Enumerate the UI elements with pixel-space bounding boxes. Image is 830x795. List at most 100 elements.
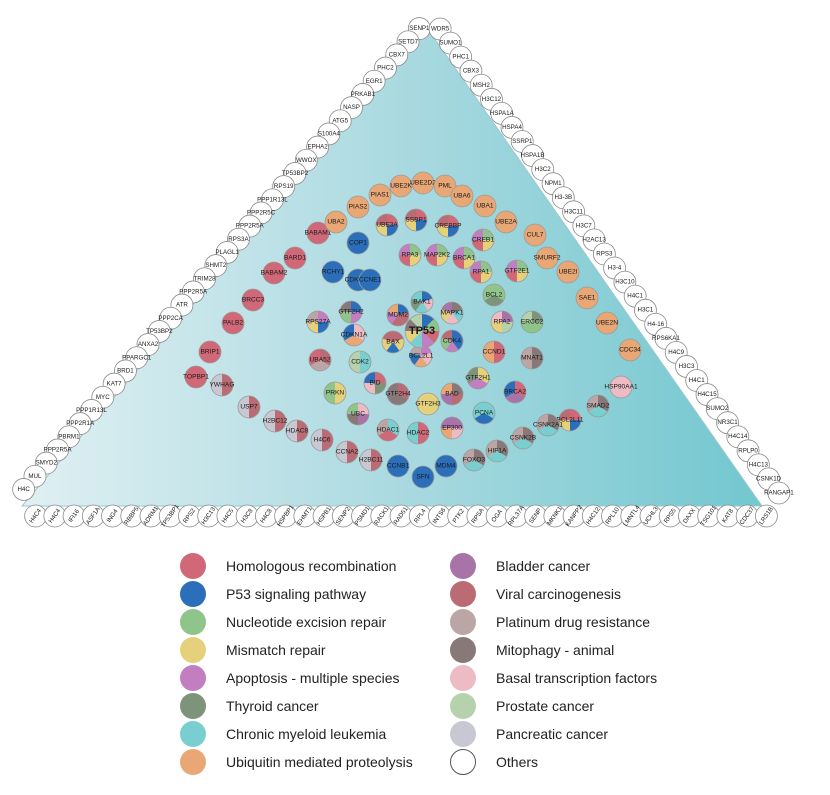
gene-node[interactable]: H3C8 xyxy=(235,504,259,528)
gene-node[interactable]: HDAC2 xyxy=(406,421,430,445)
gene-node[interactable]: KANPP2 xyxy=(562,504,586,528)
gene-node[interactable]: H4C6 xyxy=(310,428,334,452)
gene-node[interactable]: LMNTL4 xyxy=(620,504,644,528)
gene-node[interactable]: PCNA xyxy=(472,401,496,425)
gene-node[interactable]: TOPBP1 xyxy=(183,365,209,389)
gene-node[interactable]: YWHAG xyxy=(210,373,235,397)
gene-node[interactable]: RPL4 xyxy=(408,504,432,528)
gene-node[interactable]: GTF2H4 xyxy=(385,382,411,406)
gene-node[interactable]: PML xyxy=(433,174,457,198)
gene-node[interactable]: UBA1 xyxy=(473,194,497,218)
gene-node[interactable]: BARD1 xyxy=(283,246,307,270)
gene-node[interactable]: KAT8 xyxy=(716,504,740,528)
gene-node[interactable]: CCNB1 xyxy=(386,454,410,478)
gene-node[interactable]: PALB2 xyxy=(221,311,245,335)
gene-node[interactable]: HSPB1 xyxy=(312,504,336,528)
gene-node[interactable]: GTF2H2 xyxy=(338,300,364,324)
gene-node[interactable]: UBE2I xyxy=(556,260,580,284)
gene-node[interactable]: UBE3A xyxy=(375,213,398,237)
gene-node[interactable]: UBA52 xyxy=(308,348,332,372)
gene-node[interactable]: BCL2L11 xyxy=(556,408,584,432)
gene-node[interactable]: MAPK1 xyxy=(440,301,464,325)
gene-node[interactable]: CUL7 xyxy=(523,223,547,247)
gene-node[interactable]: HSPBP1 xyxy=(274,504,298,528)
gene-node[interactable]: CSNK2B xyxy=(510,426,537,450)
gene-node[interactable]: HIF1A xyxy=(485,439,509,463)
gene-node[interactable]: BRCC3 xyxy=(241,288,265,312)
gene-node[interactable]: RAD51 xyxy=(389,504,413,528)
gene-node[interactable]: UBA6 xyxy=(450,184,474,208)
gene-node[interactable]: ING4 xyxy=(101,504,124,528)
gene-node[interactable]: UBE2N xyxy=(595,311,619,335)
gene-node[interactable]: CDC34 xyxy=(618,338,642,362)
gene-node[interactable]: HDAC8 xyxy=(285,419,309,443)
gene-node[interactable]: UBE2K xyxy=(389,174,412,198)
gene-node[interactable]: SFN xyxy=(411,465,435,489)
gene-node[interactable]: GTF2H3 xyxy=(415,392,441,416)
gene-node[interactable]: PRKN xyxy=(323,381,347,405)
gene-node[interactable]: CSNK2A1 xyxy=(533,413,563,437)
gene-node[interactable]: BID xyxy=(363,371,387,395)
gene-node[interactable]: RPS2 xyxy=(178,504,201,528)
gene-node[interactable]: BAK1 xyxy=(410,290,434,314)
gene-node[interactable]: CDK2 xyxy=(348,350,372,374)
gene-node[interactable]: MAP2K2 xyxy=(424,243,450,267)
gene-node[interactable]: CDKN1A xyxy=(341,323,368,347)
gene-node[interactable]: RANGAP1 xyxy=(764,481,794,505)
gene-node[interactable]: SMAD2 xyxy=(586,394,610,418)
gene-node[interactable]: LRS1B xyxy=(754,504,778,528)
gene-node[interactable]: RCHY1 xyxy=(321,260,345,284)
gene-node[interactable]: HDAC1 xyxy=(376,418,400,442)
gene-node[interactable]: UBE2A xyxy=(494,210,517,234)
gene-node[interactable]: PIAS2 xyxy=(346,195,370,219)
gene-node[interactable]: IFI16 xyxy=(62,504,86,528)
gene-node[interactable]: RBBP5 xyxy=(120,504,144,528)
gene-node[interactable]: RPS5 xyxy=(658,504,682,528)
gene-node[interactable]: CCND1 xyxy=(482,340,506,364)
gene-node[interactable]: EHMT1 xyxy=(293,504,317,528)
gene-node[interactable]: FOXO3 xyxy=(462,448,486,472)
gene-node[interactable]: H4C5 xyxy=(216,504,240,528)
gene-node[interactable]: CCNA2 xyxy=(335,440,359,464)
gene-node[interactable]: UBE2D2 xyxy=(410,171,436,195)
gene-node[interactable]: HSP90AA1 xyxy=(604,375,638,399)
gene-node[interactable]: BCL2 xyxy=(482,283,506,307)
gene-node[interactable]: H4C12 xyxy=(581,504,605,528)
gene-node[interactable]: BRCA2 xyxy=(503,380,527,404)
gene-node[interactable]: RPL37A xyxy=(504,504,528,528)
gene-node[interactable]: UBC xyxy=(346,402,370,426)
gene-node[interactable]: USP7 xyxy=(237,395,261,419)
gene-node[interactable]: BCL2L1 xyxy=(409,344,434,368)
gene-node[interactable]: DAXX xyxy=(678,504,701,528)
gene-node[interactable]: PTK2 xyxy=(447,504,471,528)
gene-node[interactable]: BRCA1 xyxy=(452,246,476,270)
gene-node[interactable]: RPSA xyxy=(466,504,490,528)
gene-node[interactable]: BAD xyxy=(440,382,464,406)
gene-node[interactable]: SENP xyxy=(524,504,548,528)
gene-node[interactable]: TSG101 xyxy=(697,504,721,527)
gene-node[interactable]: TP53 xyxy=(404,313,440,349)
gene-node[interactable]: BABAM2 xyxy=(261,261,288,285)
gene-node[interactable]: PSMD1 xyxy=(351,504,374,528)
gene-node[interactable]: MNAT1 xyxy=(520,346,544,370)
gene-node[interactable]: CDC37 xyxy=(735,504,759,528)
gene-node[interactable]: SAE1 xyxy=(575,286,599,310)
gene-node[interactable]: BABAM1 xyxy=(305,221,332,245)
gene-node[interactable]: RPA2 xyxy=(490,310,514,334)
gene-node[interactable]: EP300 xyxy=(440,416,464,440)
gene-node[interactable]: GTF2H1 xyxy=(465,366,491,390)
gene-node[interactable]: SMURF2 xyxy=(533,246,561,270)
gene-node[interactable]: TP53BP1 xyxy=(158,503,182,529)
gene-node[interactable]: RPA1 xyxy=(469,260,493,284)
gene-node[interactable]: H3C13 xyxy=(197,504,221,528)
gene-node[interactable]: COP1 xyxy=(346,231,370,255)
gene-node[interactable]: CREBBP xyxy=(434,214,462,238)
gene-node[interactable]: UBA2 xyxy=(324,210,348,234)
gene-node[interactable]: SENP2 xyxy=(331,504,355,528)
gene-node[interactable]: CCNE1 xyxy=(358,268,382,292)
gene-node[interactable]: ASF1A xyxy=(81,504,105,528)
gene-node[interactable]: ERCC2 xyxy=(520,310,544,334)
gene-node[interactable]: H2BC12 xyxy=(263,409,288,433)
gene-node[interactable]: OGA xyxy=(485,504,509,528)
gene-node[interactable]: H4C4 xyxy=(24,504,48,528)
